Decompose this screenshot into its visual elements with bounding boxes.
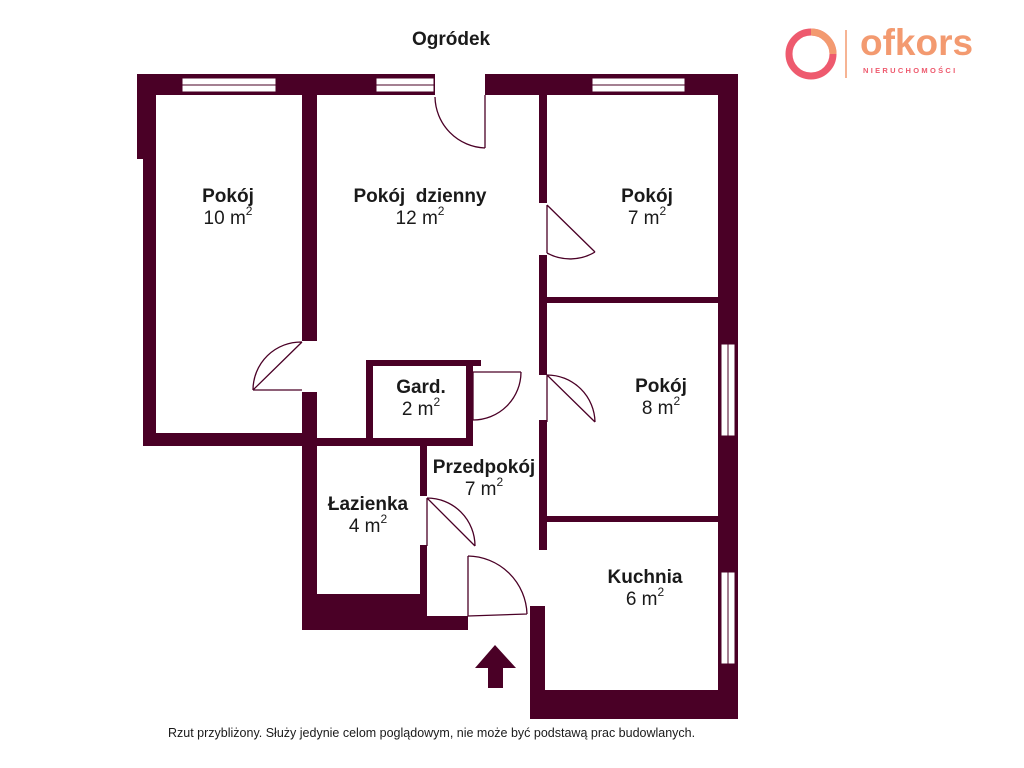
wall-partition-1b bbox=[302, 392, 317, 630]
wall-entry-bottom bbox=[302, 616, 468, 630]
door bbox=[546, 204, 596, 260]
room-area: 7 m2 bbox=[627, 204, 667, 229]
room-name: Przedpokój bbox=[432, 457, 536, 478]
wall-gard-bottom bbox=[317, 438, 473, 446]
door bbox=[426, 497, 476, 547]
disclaimer-text: Rzut przybliżony. Służy jedynie celom po… bbox=[168, 726, 696, 740]
wall-bath-right bbox=[420, 446, 427, 496]
room-name: Łazienka bbox=[327, 494, 409, 515]
wall-bottom-kitchen bbox=[530, 690, 738, 719]
room-area: 2 m2 bbox=[401, 395, 441, 420]
room-label: Łazienka 4 m2 bbox=[318, 494, 418, 538]
room-label: Pokój 8 m2 bbox=[611, 376, 711, 420]
door bbox=[546, 374, 596, 423]
room-area: 6 m2 bbox=[625, 585, 665, 610]
door bbox=[252, 341, 303, 391]
wall-gard-top bbox=[366, 360, 481, 366]
doors bbox=[252, 95, 596, 617]
room-label: Przedpokój 7 m2 bbox=[424, 457, 544, 501]
room-name: Kuchnia bbox=[607, 567, 683, 588]
wall-gard-left bbox=[366, 360, 373, 442]
room-name: Pokój bbox=[621, 186, 673, 207]
wall-gard-right bbox=[466, 360, 473, 442]
wall-partition-2b bbox=[539, 255, 547, 375]
wall-partition-1 bbox=[302, 95, 317, 341]
room-area: 12 m2 bbox=[395, 204, 445, 229]
room-area: 4 m2 bbox=[348, 512, 388, 537]
door bbox=[472, 371, 522, 421]
door bbox=[434, 95, 486, 149]
room-name: Gard. bbox=[396, 377, 446, 398]
room-area: 8 m2 bbox=[641, 394, 681, 419]
up-arrow-icon bbox=[475, 645, 516, 688]
door bbox=[467, 555, 528, 617]
room-name: Pokój bbox=[635, 376, 687, 397]
door-gaps bbox=[435, 74, 485, 95]
room-name: Pokój dzienny bbox=[353, 186, 487, 207]
room-label: Kuchnia 6 m2 bbox=[595, 567, 695, 611]
room-label: Pokój 10 m2 bbox=[178, 186, 278, 230]
ofkors-logo-icon bbox=[785, 28, 847, 80]
window-lines bbox=[182, 84, 729, 664]
wall-left bbox=[143, 74, 156, 446]
wall-partition-2c bbox=[539, 420, 547, 550]
logo-brand: ofkors bbox=[860, 22, 974, 63]
room-area: 7 m2 bbox=[464, 475, 504, 500]
room-label: Pokój 7 m2 bbox=[597, 186, 697, 230]
room-label: Pokój dzienny 12 m2 bbox=[340, 186, 500, 230]
wall-kitchen-left bbox=[530, 606, 545, 719]
wall-h-1 bbox=[547, 297, 718, 303]
garden-label: Ogródek bbox=[412, 29, 491, 50]
room-name: Pokój bbox=[202, 186, 254, 207]
wall-bottom-left-room bbox=[143, 433, 313, 446]
wall-bath-right-b bbox=[420, 545, 427, 615]
logo-tagline: NIERUCHOMOŚCI bbox=[863, 66, 958, 75]
room-label: Gard. 2 m2 bbox=[380, 377, 462, 421]
wall-partition-2 bbox=[539, 95, 547, 203]
room-area: 10 m2 bbox=[203, 204, 253, 229]
wall-h-2 bbox=[547, 516, 718, 522]
